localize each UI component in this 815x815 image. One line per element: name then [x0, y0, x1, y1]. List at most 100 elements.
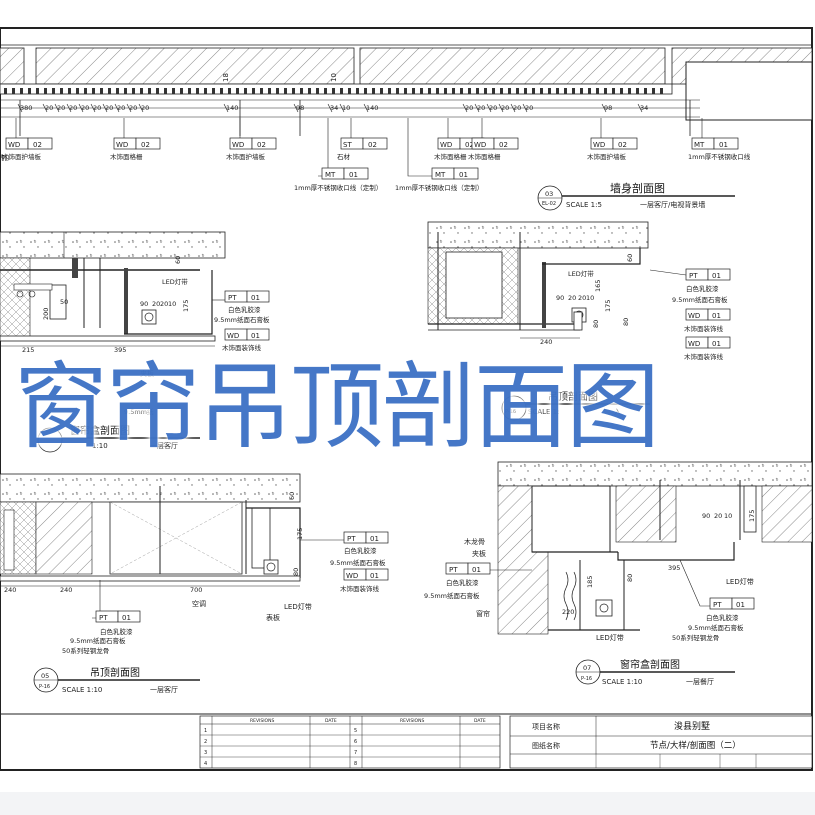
dimension-value: 395: [114, 346, 126, 354]
strip-tooth: [172, 88, 175, 94]
svg-text:6: 6: [354, 739, 357, 745]
dim-tick: [339, 103, 345, 113]
callout-code: WD: [8, 141, 20, 149]
svg-text:01: 01: [370, 535, 379, 543]
strip-tooth: [372, 88, 375, 94]
svg-text:01: 01: [712, 272, 721, 280]
dimension-value: 175: [182, 300, 190, 312]
svg-text:图纸名称: 图纸名称: [532, 741, 560, 750]
strip-tooth: [284, 88, 287, 94]
strip-tooth: [276, 88, 279, 94]
wall-dimension: 34: [330, 104, 338, 112]
strip-tooth: [492, 88, 495, 94]
dimension-value: 60: [288, 492, 296, 500]
curtain-box-right-drawing: [497, 461, 813, 635]
callout-code: WD: [116, 141, 128, 149]
strip-tooth: [660, 88, 663, 94]
strip-tooth: [12, 88, 15, 94]
svg-text:9.5mm纸面石膏板: 9.5mm纸面石膏板: [70, 636, 126, 645]
dimension-value: 200: [42, 308, 50, 320]
dimension-value: 80: [626, 574, 634, 582]
wall-dimension: 34: [640, 104, 648, 112]
strip-tooth: [324, 88, 327, 94]
svg-text:9.5mm纸面石膏板: 9.5mm纸面石膏板: [688, 623, 744, 632]
strip-tooth: [452, 88, 455, 94]
strip-tooth: [564, 88, 567, 94]
svg-text:项目名称: 项目名称: [532, 722, 560, 731]
callout-label: 木饰面护墙板: [2, 152, 42, 161]
strip-tooth: [204, 88, 207, 94]
cbr-title: 07 P-16 窗帘盒剖面图 SCALE 1:10 一层餐厅: [575, 658, 735, 686]
callout-label: 石材: [337, 152, 351, 161]
callout-label: 木饰面格栅: [434, 152, 467, 161]
strip-tooth: [460, 88, 463, 94]
dimension-value: 10: [724, 512, 732, 520]
strip-tooth: [644, 88, 647, 94]
svg-text:窗帘盒剖面图: 窗帘盒剖面图: [70, 424, 130, 437]
dim-tick: [126, 103, 132, 113]
svg-text:木龙骨: 木龙骨: [464, 537, 485, 546]
strip-tooth: [76, 88, 79, 94]
svg-text:一层客厅: 一层客厅: [150, 441, 178, 450]
wall-dimension: 20: [93, 104, 101, 112]
strip-tooth: [124, 88, 127, 94]
strip-tooth: [260, 88, 263, 94]
svg-text:01: 01: [251, 332, 260, 340]
dimension-value: 220: [562, 608, 574, 616]
strip-tooth: [596, 88, 599, 94]
strip-tooth: [220, 88, 223, 94]
svg-text:SCALE 1:: SCALE 1:: [528, 408, 559, 416]
svg-text:LED灯带: LED灯带: [568, 269, 594, 278]
dim-tick: [637, 103, 643, 113]
wall-section-drawing: 18 10: [0, 47, 813, 136]
strip-tooth: [532, 88, 535, 94]
svg-text:P-16: P-16: [505, 409, 516, 415]
svg-text:9.5mm纸面石膏板: 9.5mm纸面石膏板: [214, 315, 270, 324]
svg-text:SCALE 1:5: SCALE 1:5: [566, 201, 602, 209]
strip-tooth: [356, 88, 359, 94]
dimension-value: 175: [748, 510, 756, 522]
strip-tooth: [20, 88, 23, 94]
dimension-value: 175: [604, 300, 612, 312]
svg-text:P-16: P-16: [581, 676, 592, 682]
strip-tooth: [604, 88, 607, 94]
svg-text:8: 8: [354, 761, 357, 767]
dim-tick: [114, 103, 120, 113]
svg-text:入: 入: [614, 408, 621, 416]
strip-tooth: [244, 88, 247, 94]
strip-tooth: [36, 88, 39, 94]
svg-text:01: 01: [712, 340, 721, 348]
callout-number: 02: [33, 141, 42, 149]
wall-dimension: 20: [129, 104, 137, 112]
wall-dimension: 20: [525, 104, 533, 112]
svg-text:9.5mm纸: 9.5mm纸: [124, 407, 154, 416]
strip-tooth: [148, 88, 151, 94]
dimension-value: 80: [592, 320, 600, 328]
callout-label: 木饰面护墙板: [226, 152, 266, 161]
project-name: 浚县别墅: [674, 720, 710, 732]
svg-text:木饰面装饰线: 木饰面装饰线: [684, 324, 724, 333]
dim-tick: [90, 103, 96, 113]
svg-text:07: 07: [583, 664, 591, 672]
dimension-value: 165: [594, 280, 602, 292]
strip-tooth: [436, 88, 439, 94]
strip-tooth: [404, 88, 407, 94]
strip-tooth: [292, 88, 295, 94]
dim-tick: [42, 103, 48, 113]
svg-text:DATE: DATE: [325, 718, 337, 724]
strip-tooth: [468, 88, 471, 94]
wall-dimension: 20: [117, 104, 125, 112]
svg-text:7: 7: [354, 750, 357, 756]
dim-tick: [102, 103, 108, 113]
strip-tooth: [428, 88, 431, 94]
strip-tooth: [420, 88, 423, 94]
strip-tooth: [572, 88, 575, 94]
strip-tooth: [140, 88, 143, 94]
mt-callout-label: 1mm厚不锈钢收口线（定制）: [395, 183, 483, 192]
dimension-value: 240: [540, 338, 552, 346]
